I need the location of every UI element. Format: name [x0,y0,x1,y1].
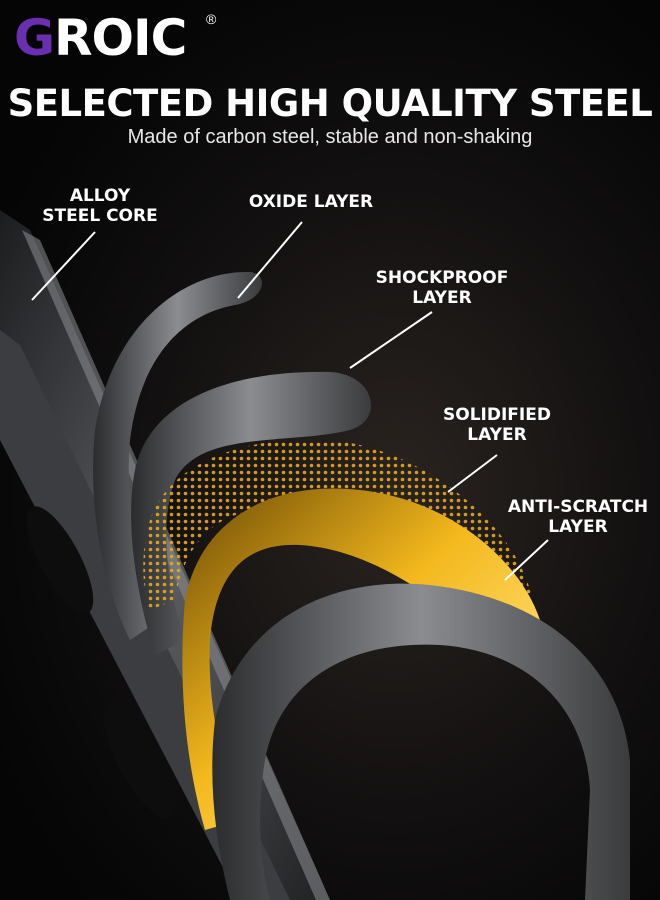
label-solidified-layer: SOLIDIFIED LAYER [432,405,562,445]
logo-letter-g: G [14,9,55,67]
label-shockproof-layer: SHOCKPROOF LAYER [362,268,522,308]
label-line: OXIDE LAYER [248,192,374,212]
label-line: STEEL CORE [42,206,158,226]
headline-title: SELECTED HIGH QUALITY STEEL [7,82,653,125]
shockproof-layer-ribbon [131,371,372,655]
logo-wordmark: ROIC [54,9,187,67]
label-line: LAYER [412,288,472,308]
registered-mark: ® [206,11,217,27]
label-line: SHOCKPROOF [375,268,509,288]
label-line: SOLIDIFIED [443,405,551,425]
outer-steel-band [212,583,630,900]
brand-logo: G ROIC ® [14,8,217,68]
label-anti-scratch-layer: ANTI-SCRATCH LAYER [498,497,658,537]
anti-scratch-layer-ribbon [182,488,542,830]
label-alloy-steel-core: ALLOY STEEL CORE [30,186,170,226]
callout-lines [31,221,549,581]
label-oxide-layer: OXIDE LAYER [236,192,386,212]
solidified-layer-ribbon [143,439,533,638]
label-line: LAYER [548,517,608,537]
headline-subtitle: Made of carbon steel, stable and non-sha… [127,126,533,148]
label-line: ALLOY [69,186,131,206]
label-line: LAYER [467,425,527,445]
label-line: ANTI-SCRATCH [507,497,649,517]
